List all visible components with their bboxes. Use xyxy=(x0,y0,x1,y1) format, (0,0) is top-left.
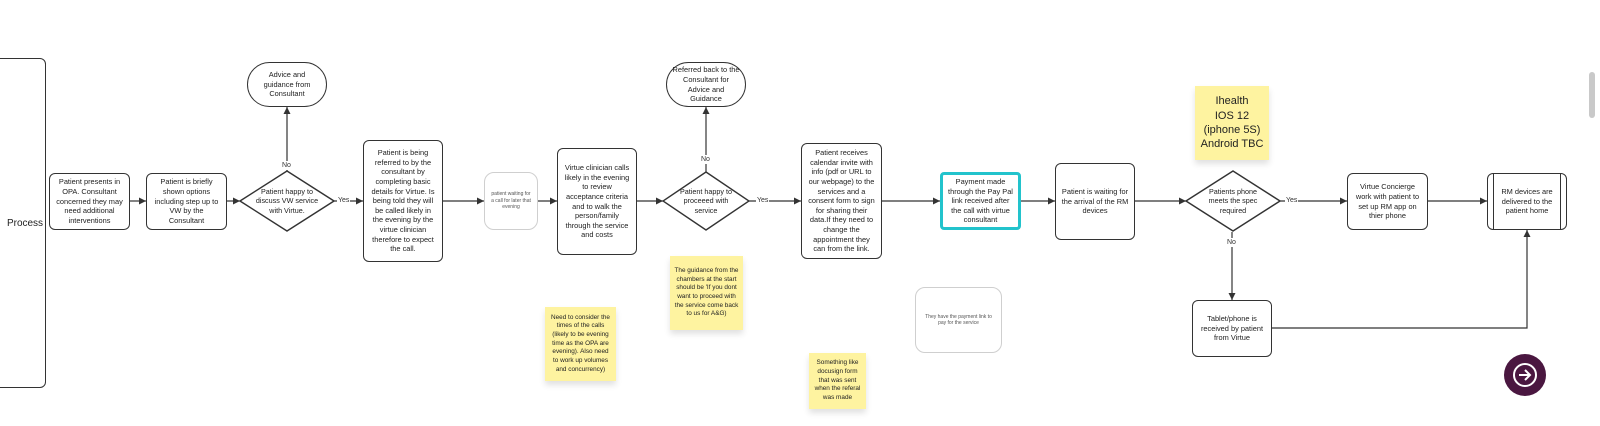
sticky-text: Ihealth IOS 12 (iphone 5S) Android TBC xyxy=(1200,95,1264,151)
step-payment-made[interactable]: Payment made through the Pay Pal link re… xyxy=(940,172,1021,230)
decision-discuss-vw[interactable] xyxy=(239,170,335,232)
sticky-text: Something like docusign form that was se… xyxy=(814,359,861,401)
sticky-note-call-times[interactable]: Need to consider the times of the calls … xyxy=(545,307,616,381)
sticky-note-chambers-guidance[interactable]: The guidance from the chambers at the st… xyxy=(670,256,743,330)
step-calendar-invite[interactable]: Patient receives calendar invite with in… xyxy=(801,143,882,259)
edge-label-no: No xyxy=(1226,238,1237,247)
step-text: Patient presents in OPA. Consultant conc… xyxy=(56,177,123,225)
step-concierge-setup[interactable]: Virtue Concierge work with patient to se… xyxy=(1347,173,1428,230)
decision-discuss-vw-label: Patient happy to discuss VW service with… xyxy=(255,186,319,215)
step-text: Patient is briefly shown options includi… xyxy=(154,177,219,225)
edge-label-no: No xyxy=(281,161,292,170)
step-text: Tablet/phone is received by patient from… xyxy=(1200,314,1264,343)
edge-label-no: No xyxy=(700,155,711,164)
step-options-shown[interactable]: Patient is briefly shown options includi… xyxy=(146,173,227,230)
predefined-process-bar-right xyxy=(1559,174,1561,229)
step-devices-delivered[interactable]: RM devices are delivered to the patient … xyxy=(1487,173,1567,230)
step-text: Virtue Concierge work with patient to se… xyxy=(1355,182,1420,221)
step-text: RM devices are delivered to the patient … xyxy=(1501,187,1553,216)
step-text: patient waiting for a call for later tha… xyxy=(491,191,531,211)
sticky-note-device-spec[interactable]: Ihealth IOS 12 (iphone 5S) Android TBC xyxy=(1195,86,1269,160)
step-advice-guidance[interactable]: Advice and guidance from Consultant xyxy=(247,62,327,107)
sticky-note-docusign[interactable]: Something like docusign form that was se… xyxy=(809,353,866,409)
edge-label-yes: Yes xyxy=(337,196,351,205)
decision-phone-spec-label: Patients phone meets the spec required xyxy=(1208,186,1258,215)
step-text: Referred back to the Consultant for Advi… xyxy=(672,65,740,104)
step-tablet-received[interactable]: Tablet/phone is received by patient from… xyxy=(1192,300,1272,357)
step-text: Patient receives calendar invite with in… xyxy=(808,148,875,254)
step-text: Patient is being referred to by the cons… xyxy=(371,148,435,254)
vertical-scrollbar[interactable] xyxy=(1589,72,1595,118)
decision-phone-spec[interactable] xyxy=(1185,170,1281,232)
step-text: Advice and guidance from Consultant xyxy=(263,70,311,99)
step-text: They have the payment link to pay for th… xyxy=(925,313,992,327)
swimlane-label-text: Process xyxy=(6,217,44,229)
step-text: Payment made through the Pay Pal link re… xyxy=(948,176,1013,225)
edge-label-yes: Yes xyxy=(756,196,770,205)
next-button[interactable] xyxy=(1504,354,1546,396)
step-patient-presents[interactable]: Patient presents in OPA. Consultant conc… xyxy=(49,173,130,230)
edge-n11-n10 xyxy=(1272,230,1531,329)
step-referral-details[interactable]: Patient is being referred to by the cons… xyxy=(363,140,443,262)
sticky-text: Need to consider the times of the calls … xyxy=(551,313,610,373)
arrow-right-icon xyxy=(1513,363,1537,387)
step-waiting-call[interactable]: patient waiting for a call for later tha… xyxy=(484,172,538,230)
step-payment-link[interactable]: They have the payment link to pay for th… xyxy=(915,287,1002,353)
step-waiting-devices[interactable]: Patient is waiting for the arrival of th… xyxy=(1055,163,1135,240)
decision-proceed-service-label: Patient happy to proceeed with service xyxy=(680,186,732,215)
decision-proceed-service[interactable] xyxy=(662,171,750,231)
step-text: Patient is waiting for the arrival of th… xyxy=(1061,187,1129,216)
step-clinician-calls[interactable]: Virtue clinician calls likely in the eve… xyxy=(557,148,637,255)
predefined-process-bar-left xyxy=(1493,174,1495,229)
swimlane-label: Process xyxy=(0,58,46,388)
sticky-text: The guidance from the chambers at the st… xyxy=(674,267,739,318)
step-text: Virtue clinician calls likely in the eve… xyxy=(564,163,630,240)
edge-label-yes: Yes xyxy=(1285,196,1299,205)
step-referred-back[interactable]: Referred back to the Consultant for Advi… xyxy=(666,62,746,107)
